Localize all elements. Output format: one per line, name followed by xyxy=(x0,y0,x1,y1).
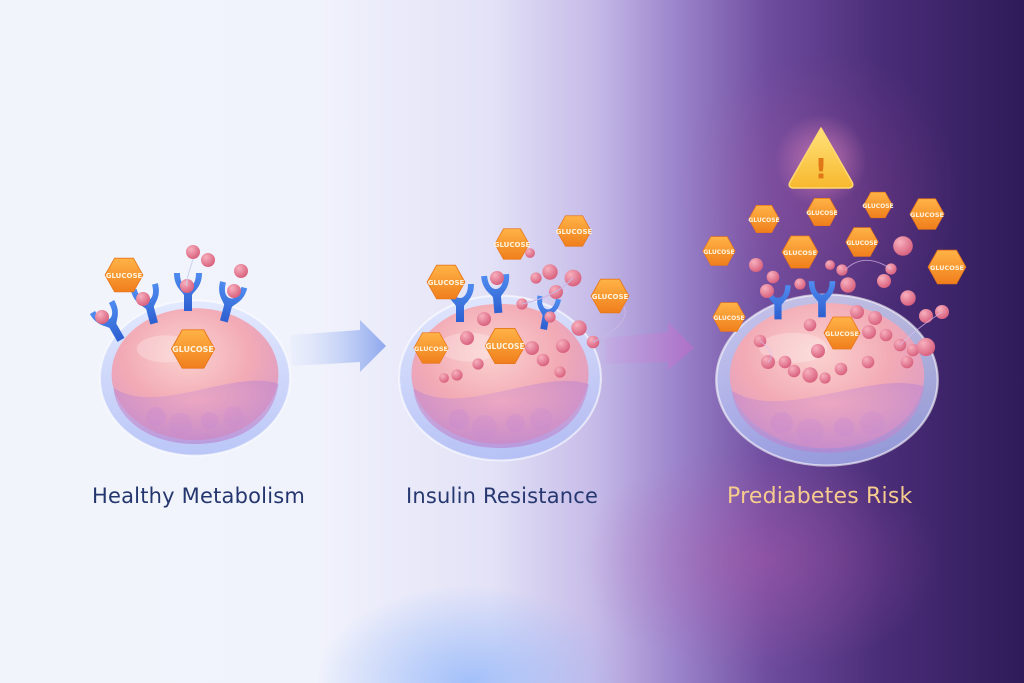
arrow-right-icon xyxy=(605,322,694,370)
glucose-molecule: GLUCOSE xyxy=(781,235,819,269)
stage-label-insulin-resistance: Insulin Resistance xyxy=(406,484,599,508)
glucose-molecule: GLUCOSE xyxy=(484,327,526,365)
svg-text:GLUCOSE: GLUCOSE xyxy=(485,342,524,351)
glucose-molecule: GLUCOSE xyxy=(494,228,531,260)
svg-text:GLUCOSE: GLUCOSE xyxy=(862,203,893,210)
glucose-molecule: GLUCOSE xyxy=(909,198,945,230)
glucose-molecule: GLUCOSE xyxy=(104,257,144,293)
svg-text:GLUCOSE: GLUCOSE xyxy=(106,272,143,280)
glucose-molecule: GLUCOSE xyxy=(702,236,736,266)
warning-icon: ! xyxy=(775,114,867,206)
svg-text:GLUCOSE: GLUCOSE xyxy=(494,241,531,249)
glucose-molecule: GLUCOSE xyxy=(927,249,967,285)
prediabetic-cell: ! GLUCOSE GLUCOSE GLUCOSE GLUCOSE GLUCOS… xyxy=(702,114,967,467)
arrow-right-icon xyxy=(290,320,386,372)
svg-text:GLUCOSE: GLUCOSE xyxy=(846,240,877,247)
svg-text:GLUCOSE: GLUCOSE xyxy=(783,249,817,257)
svg-text:GLUCOSE: GLUCOSE xyxy=(748,217,779,224)
glucose-molecule: GLUCOSE xyxy=(556,215,593,247)
glucose-molecule: GLUCOSE xyxy=(170,329,216,369)
svg-text:GLUCOSE: GLUCOSE xyxy=(414,345,448,353)
svg-text:GLUCOSE: GLUCOSE xyxy=(930,264,964,272)
svg-text:GLUCOSE: GLUCOSE xyxy=(703,249,734,256)
svg-text:!: ! xyxy=(815,152,828,185)
stage-label-prediabetes-risk: Prediabetes Risk xyxy=(727,484,913,509)
svg-text:GLUCOSE: GLUCOSE xyxy=(592,293,629,301)
healthy-cell: GLUCOSE GLUCOSE xyxy=(89,245,292,457)
glucose-molecule: GLUCOSE xyxy=(823,316,861,350)
glucose-molecule: GLUCOSE xyxy=(862,191,894,219)
glucose-molecule: GLUCOSE xyxy=(806,198,838,226)
stage-label-healthy-metabolism: Healthy Metabolism xyxy=(92,484,306,508)
glucose-molecule: GLUCOSE xyxy=(748,205,780,233)
svg-text:GLUCOSE: GLUCOSE xyxy=(556,228,593,236)
svg-text:GLUCOSE: GLUCOSE xyxy=(825,330,859,338)
glucose-molecule: GLUCOSE xyxy=(413,332,449,364)
glucose-molecule: GLUCOSE xyxy=(590,278,630,314)
glucose-molecule: GLUCOSE xyxy=(426,264,466,300)
glucose-molecule: GLUCOSE xyxy=(845,227,879,257)
svg-text:GLUCOSE: GLUCOSE xyxy=(806,210,837,217)
resistant-cell: GLUCOSE GLUCOSE GLUCOSE GLUCOSE GLUCOSE … xyxy=(398,215,630,462)
svg-text:GLUCOSE: GLUCOSE xyxy=(910,211,944,219)
svg-text:GLUCOSE: GLUCOSE xyxy=(428,279,465,287)
svg-text:GLUCOSE: GLUCOSE xyxy=(172,345,214,354)
glucose-molecule: GLUCOSE xyxy=(712,302,746,332)
svg-text:GLUCOSE: GLUCOSE xyxy=(713,315,744,322)
